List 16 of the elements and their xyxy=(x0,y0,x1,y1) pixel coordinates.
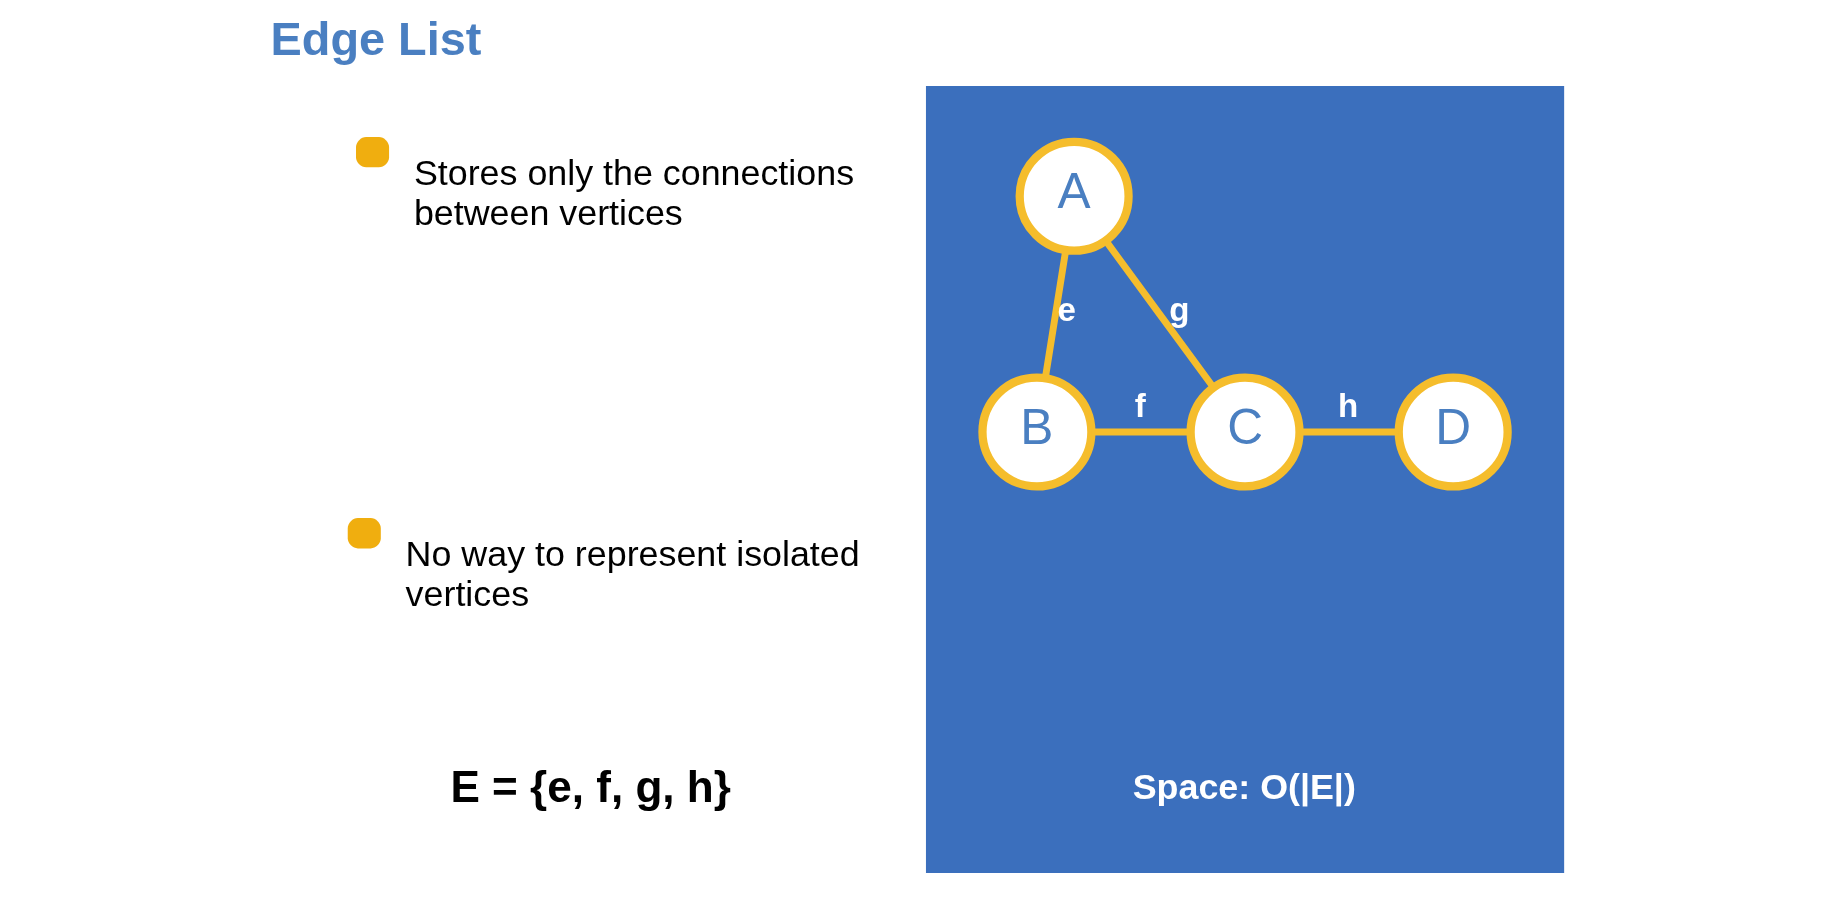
edge-label: g xyxy=(1168,291,1189,329)
cluster xyxy=(925,86,1564,874)
label: No way to represent isolated vertices xyxy=(405,534,860,615)
label: Stores only the connections between vertices xyxy=(413,152,854,233)
node-circle: A xyxy=(1015,137,1133,255)
connector xyxy=(1091,428,1190,436)
edge-label: e xyxy=(1057,291,1076,329)
edge-label: f xyxy=(1134,387,1146,425)
label: E = {e, f, g, h} xyxy=(449,761,731,811)
node-circle: D xyxy=(1394,373,1512,491)
node-circle: C xyxy=(1185,373,1304,491)
node-circle: B xyxy=(977,373,1095,491)
connector xyxy=(1041,249,1069,379)
edge-label: h xyxy=(1337,387,1358,425)
label: Space: O(|E|) xyxy=(1132,767,1356,808)
diagram-title: Edge List xyxy=(270,13,481,66)
